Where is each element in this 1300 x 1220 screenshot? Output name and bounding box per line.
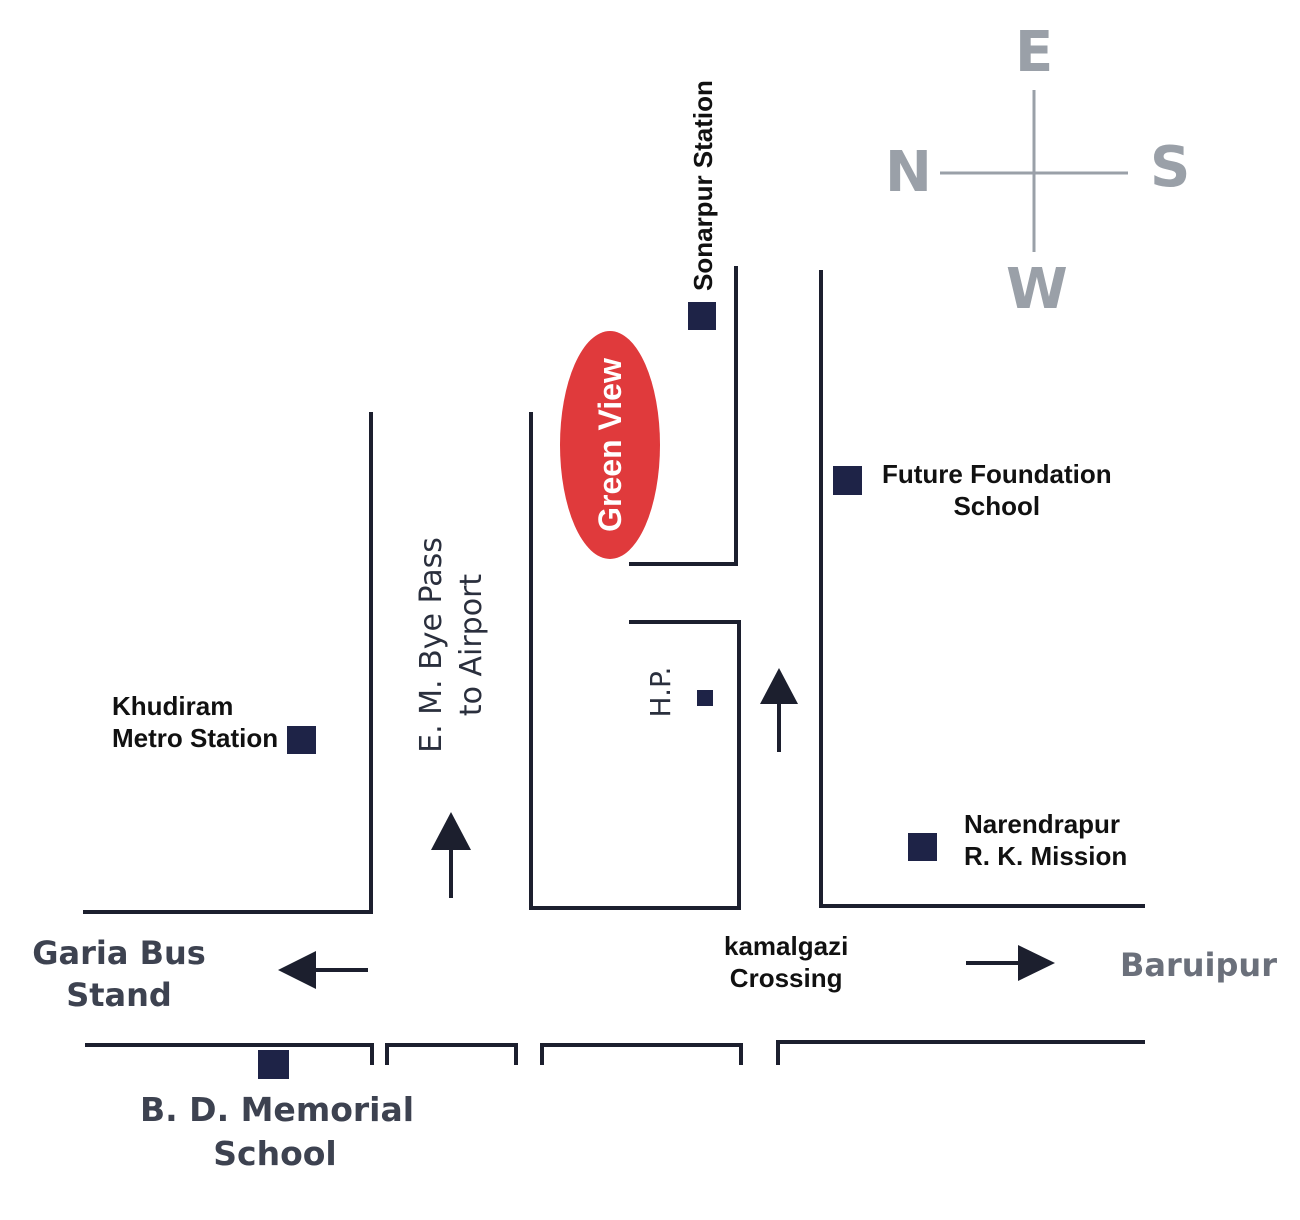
label-bd-memorial-school: B. D. Memorial School <box>140 1088 415 1176</box>
label-khudiram-line1: Khudiram <box>112 691 234 721</box>
road-edge-upper-lane <box>629 266 738 566</box>
road-edge-south-3 <box>540 1043 743 1065</box>
label-garia-line1: Garia Bus <box>32 934 206 972</box>
arrow-west-garia <box>278 951 368 989</box>
label-kamalgazi-crossing: kamalgazi Crossing <box>724 930 848 994</box>
green-view-label: Green View <box>592 358 628 532</box>
label-em-bypass-line1: E. M. Bye Pass <box>414 537 449 753</box>
label-future-foundation-line1: Future Foundation <box>882 459 1112 489</box>
road-edge-south-2 <box>385 1043 518 1065</box>
label-narendrapur-line2: R. K. Mission <box>964 841 1128 871</box>
marker-bd-memorial-school <box>258 1050 289 1079</box>
label-em-bypass: E. M. Bye Pass to Airport <box>412 513 492 777</box>
label-bd-memorial-line2: School <box>213 1134 337 1173</box>
label-khudiram-line2: Metro Station <box>112 723 279 753</box>
road-edge-south-4 <box>776 1040 1145 1065</box>
compass-north: N <box>885 140 932 205</box>
label-narendrapur-rk-mission: Narendrapur R. K. Mission <box>964 808 1127 872</box>
label-em-bypass-line2: to Airport <box>454 573 489 717</box>
compass-west: W <box>1006 257 1068 322</box>
label-baruipur: Baruipur <box>1120 946 1277 984</box>
arrow-north-lane <box>760 668 798 752</box>
road-edge-west-block <box>83 412 373 914</box>
label-future-foundation-school: Future Foundation School <box>882 458 1112 522</box>
marker-future-foundation-school <box>833 466 862 495</box>
compass-cross <box>940 90 1128 252</box>
marker-khudiram-metro-station <box>287 726 316 754</box>
road-edge-central-block <box>529 412 741 910</box>
road-edge-east-block <box>819 270 1145 908</box>
marker-hp <box>697 690 713 706</box>
road-edge-south-1 <box>85 1043 374 1065</box>
label-future-foundation-line2: School <box>953 491 1041 521</box>
arrow-east-baruipur <box>966 945 1055 981</box>
label-garia-bus-stand: Garia Bus Stand <box>30 932 208 1016</box>
compass-east: E <box>1015 20 1054 85</box>
green-view-marker <box>560 331 660 559</box>
compass-south: S <box>1150 135 1191 200</box>
label-narendrapur-line1: Narendrapur <box>964 809 1121 839</box>
arrow-north-bypass <box>431 812 471 898</box>
label-khudiram-metro-station: Khudiram Metro Station <box>112 690 278 754</box>
marker-narendrapur-rk-mission <box>908 833 937 861</box>
label-kamalgazi-line2: Crossing <box>729 963 843 993</box>
label-garia-line2: Stand <box>66 976 172 1014</box>
marker-sonarpur-station <box>688 302 716 330</box>
label-kamalgazi-line1: kamalgazi <box>724 931 849 961</box>
label-sonarpur-station: Sonarpur Station <box>688 80 718 291</box>
label-bd-memorial-line1: B. D. Memorial <box>140 1090 415 1129</box>
label-hp: H.P. <box>644 666 677 718</box>
